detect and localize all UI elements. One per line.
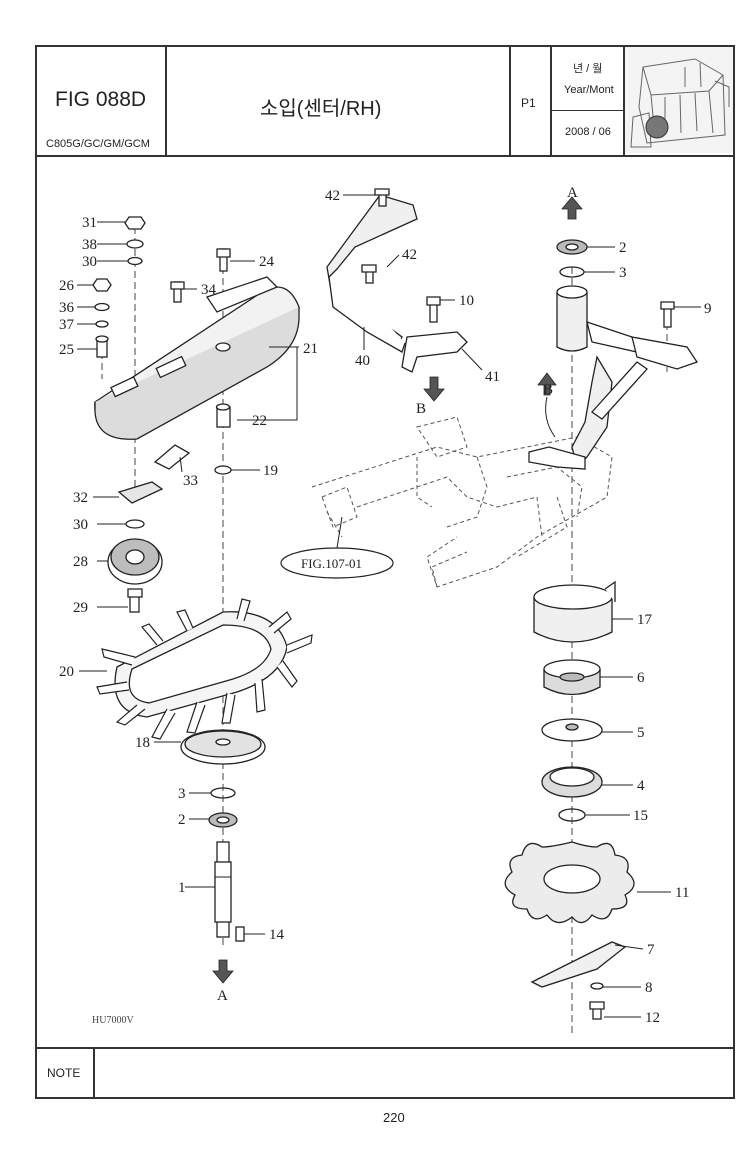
label-3-right: 3 [619,265,627,281]
label-26: 26 [59,278,75,294]
date-label-kr: 년 / 월 [573,63,603,75]
label-25: 25 [59,342,74,358]
label-14: 14 [269,927,285,943]
page-title: 소입(센터/RH) [260,98,382,120]
label-18: 18 [135,735,150,751]
centre-assembly [280,188,613,588]
arrow-label-b-left: B [416,401,426,417]
label-41: 41 [485,369,500,385]
label-2-right: 2 [619,240,627,256]
label-11: 11 [675,885,689,901]
note-col [93,1047,95,1099]
label-34: 34 [201,282,217,298]
left-assembly [92,216,313,984]
label-42b: 42 [402,247,417,263]
page-frame [35,45,735,1099]
page-code: P1 [521,96,536,110]
arrow-label-b-right: B [543,382,553,398]
fig-ref-callout: FIG.107-01 [301,556,362,571]
label-6: 6 [637,670,645,686]
label-20: 20 [59,664,74,680]
label-5: 5 [637,725,645,741]
label-19: 19 [263,463,278,479]
note-label: NOTE [47,1066,81,1080]
machine-thumbnail [625,47,733,153]
label-10: 10 [459,293,474,309]
label-28: 28 [73,554,88,570]
label-33: 33 [183,473,198,489]
arrow-label-a-bottom: A [217,988,228,1004]
label-17: 17 [637,612,653,628]
label-30a: 30 [82,254,97,270]
label-15: 15 [633,808,648,824]
label-40: 40 [355,353,370,369]
date-label-en: Year/Mont [564,84,614,96]
label-8: 8 [645,980,653,996]
label-30b: 30 [73,517,88,533]
header-col-4 [623,45,625,155]
fig-code: FIG 088D [55,88,147,111]
header-divider [35,155,735,157]
arrow-label-a-top: A [567,185,578,201]
date-value: 2008 / 06 [565,126,611,138]
page-number: 220 [383,1110,405,1125]
label-31: 31 [82,215,97,231]
header-col-1 [165,45,167,155]
label-7: 7 [647,942,655,958]
parts-diagram: 31 38 30 26 36 37 25 24 34 21 22 19 33 3… [59,185,712,1037]
note-divider [35,1047,735,1049]
label-37: 37 [59,317,75,333]
label-24: 24 [259,254,275,270]
label-29: 29 [73,600,88,616]
label-9: 9 [704,301,712,317]
label-38: 38 [82,237,97,253]
label-21: 21 [303,341,318,357]
drawing-code: HU7000V [92,1015,134,1026]
label-4: 4 [637,778,645,794]
header-col-2 [509,45,511,155]
label-2-left: 2 [178,812,186,828]
header-col-3 [550,45,552,155]
label-36: 36 [59,300,75,316]
label-1: 1 [178,880,186,896]
label-42a: 42 [325,188,340,204]
label-3-left: 3 [178,786,186,802]
label-12: 12 [645,1010,660,1026]
label-22: 22 [252,413,267,429]
label-32: 32 [73,490,88,506]
date-divider [550,110,623,111]
model-list: C805G/GC/GM/GCM [46,138,150,150]
right-assembly [504,196,699,1037]
